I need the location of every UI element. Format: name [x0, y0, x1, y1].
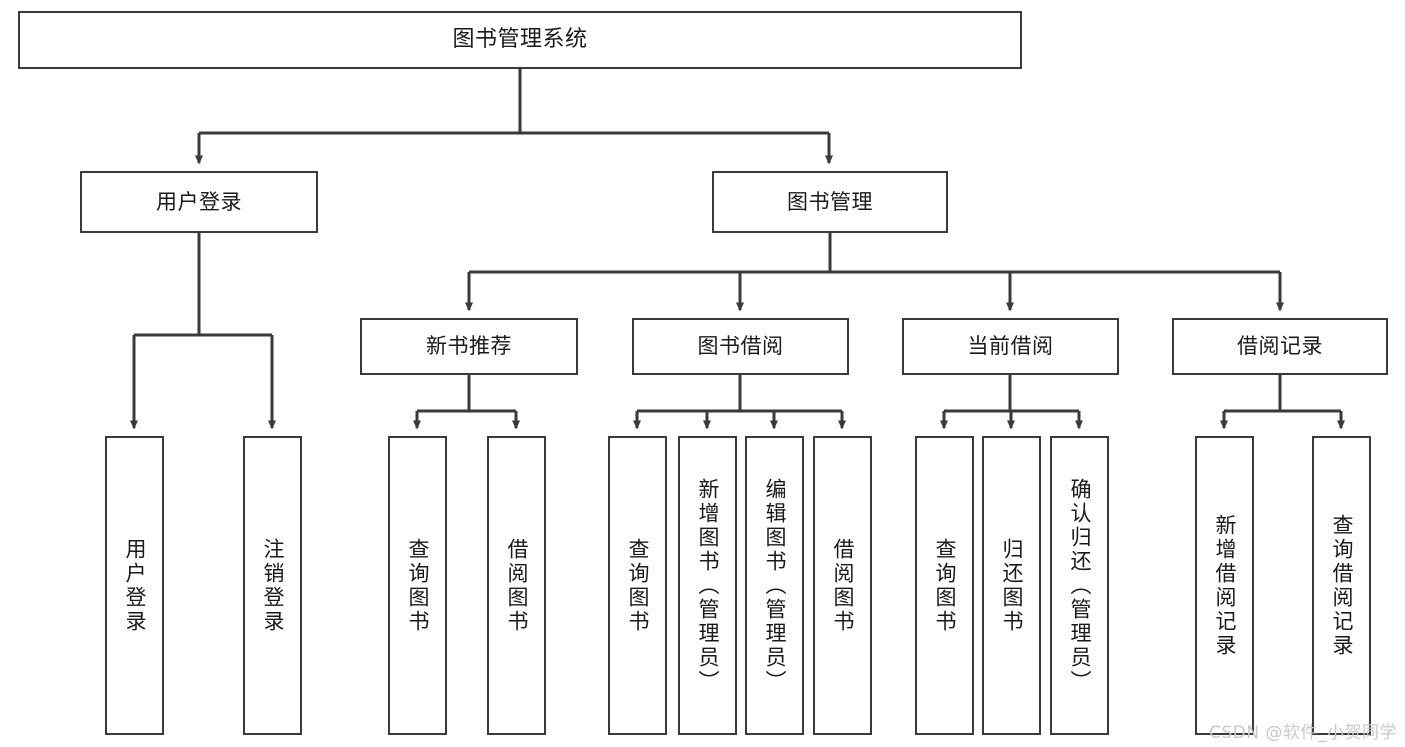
- node-leaf-query-book-1[interactable]: 查询图书: [388, 436, 447, 735]
- node-leaf-confirm-return-label: 确认归还（管理员）: [1068, 477, 1092, 694]
- node-leaf-query-book-3[interactable]: 查询图书: [915, 436, 974, 735]
- node-leaf-borrow-book-1[interactable]: 借阅图书: [487, 436, 546, 735]
- node-leaf-edit-book[interactable]: 编辑图书（管理员）: [745, 436, 804, 735]
- node-leaf-add-book[interactable]: 新增图书（管理员）: [678, 436, 737, 735]
- node-leaf-borrow-book-2-label: 借阅图书: [831, 537, 855, 634]
- node-new-book-rec[interactable]: 新书推荐: [360, 318, 578, 375]
- node-leaf-add-book-label: 新增图书（管理员）: [696, 477, 720, 694]
- node-leaf-query-book-2[interactable]: 查询图书: [608, 436, 667, 735]
- node-leaf-user-login-label: 用户登录: [123, 537, 147, 634]
- node-book-borrow-label: 图书借阅: [697, 334, 784, 359]
- node-new-book-rec-label: 新书推荐: [426, 334, 512, 359]
- node-leaf-borrow-book-2[interactable]: 借阅图书: [813, 436, 872, 735]
- node-leaf-edit-book-label: 编辑图书（管理员）: [763, 477, 787, 694]
- node-leaf-add-record-label: 新增借阅记录: [1213, 513, 1237, 658]
- node-root[interactable]: 图书管理系统: [18, 11, 1022, 69]
- node-leaf-logout-label: 注销登录: [261, 537, 285, 634]
- node-book-borrow[interactable]: 图书借阅: [632, 318, 849, 375]
- node-leaf-borrow-book-1-label: 借阅图书: [505, 537, 529, 634]
- node-leaf-return-book-label: 归还图书: [1000, 537, 1024, 634]
- node-borrow-record[interactable]: 借阅记录: [1172, 318, 1388, 375]
- node-current-borrow-label: 当前借阅: [967, 334, 1054, 359]
- node-leaf-confirm-return[interactable]: 确认归还（管理员）: [1050, 436, 1109, 735]
- node-leaf-query-book-3-label: 查询图书: [933, 537, 957, 634]
- node-leaf-query-record[interactable]: 查询借阅记录: [1312, 436, 1371, 735]
- node-borrow-record-label: 借阅记录: [1237, 334, 1323, 359]
- node-current-borrow[interactable]: 当前借阅: [902, 318, 1119, 375]
- node-user-login[interactable]: 用户登录: [80, 171, 318, 233]
- node-leaf-user-login[interactable]: 用户登录: [105, 436, 164, 735]
- node-root-label: 图书管理系统: [452, 27, 588, 53]
- node-leaf-query-book-1-label: 查询图书: [406, 537, 430, 634]
- node-leaf-return-book[interactable]: 归还图书: [982, 436, 1041, 735]
- node-user-login-label: 用户登录: [156, 189, 242, 214]
- csdn-watermark: CSDN @软件_小贺同学: [1209, 723, 1397, 743]
- node-leaf-query-record-label: 查询借阅记录: [1330, 513, 1354, 658]
- node-leaf-query-book-2-label: 查询图书: [626, 537, 650, 634]
- node-leaf-logout[interactable]: 注销登录: [243, 436, 302, 735]
- node-book-manage[interactable]: 图书管理: [712, 171, 948, 233]
- node-leaf-add-record[interactable]: 新增借阅记录: [1195, 436, 1254, 735]
- node-book-manage-label: 图书管理: [787, 189, 873, 214]
